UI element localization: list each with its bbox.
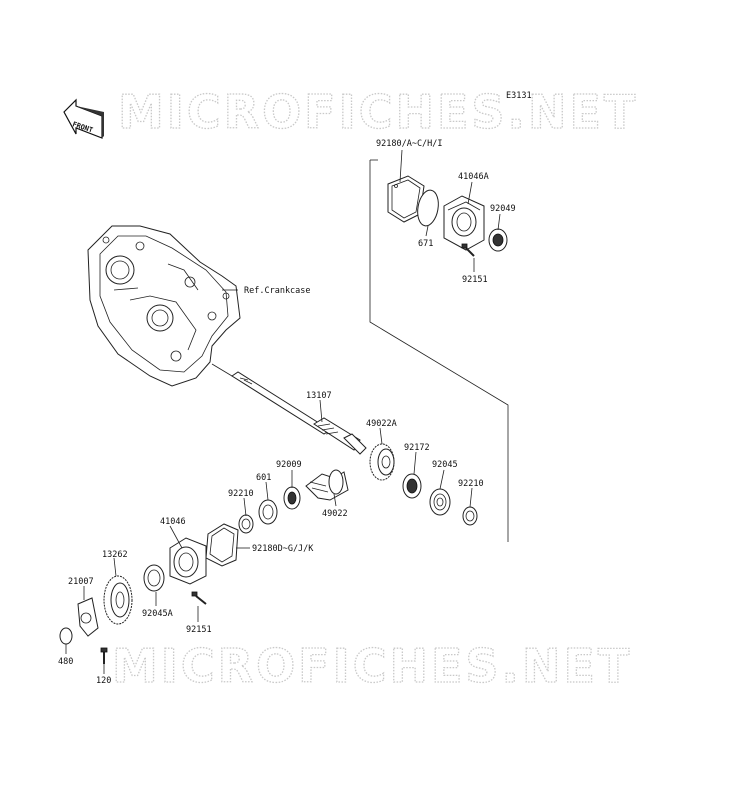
label-92172: 92172 bbox=[404, 443, 430, 453]
label-21007: 21007 bbox=[68, 577, 94, 587]
o-ring-671 bbox=[417, 189, 439, 227]
screw-120 bbox=[100, 647, 108, 664]
label-ref-crankcase: Ref.Crankcase bbox=[244, 286, 311, 296]
label-671: 671 bbox=[418, 239, 433, 249]
label-120: 120 bbox=[96, 676, 111, 686]
label-92210-left: 92210 bbox=[228, 489, 254, 499]
label-13107: 13107 bbox=[306, 391, 332, 401]
bolt-92151-top bbox=[461, 243, 475, 257]
label-13262: 13262 bbox=[102, 550, 128, 560]
housing-41046 bbox=[169, 537, 207, 585]
shaft-13107 bbox=[231, 371, 367, 455]
label-480: 480 bbox=[58, 657, 73, 667]
gasket-92180D bbox=[205, 523, 239, 567]
oil-seal-92049 bbox=[488, 228, 508, 252]
pinion-49022 bbox=[305, 469, 349, 501]
label-41046: 41046 bbox=[160, 517, 186, 527]
label-92180-dgjk: 92180D~G/J/K bbox=[252, 544, 314, 554]
label-49022: 49022 bbox=[322, 509, 348, 519]
label-92151-top: 92151 bbox=[462, 275, 488, 285]
label-601: 601 bbox=[256, 473, 271, 483]
ring-92210-right bbox=[462, 506, 478, 526]
label-92009: 92009 bbox=[276, 460, 302, 470]
label-92045: 92045 bbox=[432, 460, 458, 470]
group-frame bbox=[369, 160, 509, 542]
seal-92172 bbox=[402, 473, 422, 499]
label-92049: 92049 bbox=[490, 204, 516, 214]
bearing-601 bbox=[258, 499, 278, 525]
housing-41046A bbox=[443, 195, 485, 251]
bolt-92151-bottom bbox=[191, 591, 207, 605]
ring-92210-left bbox=[238, 514, 254, 534]
label-92151-bottom: 92151 bbox=[186, 625, 212, 635]
label-92210-right: 92210 bbox=[458, 479, 484, 489]
bearing-92045A bbox=[143, 564, 165, 592]
label-41046A: 41046A bbox=[458, 172, 489, 182]
diagram-code: E3131 bbox=[506, 91, 532, 101]
front-arrow-icon: FRONT bbox=[63, 98, 104, 139]
crankcase-housing bbox=[87, 225, 241, 387]
watermark-bottom: MICROFICHES.NET bbox=[112, 639, 632, 693]
plate-21007 bbox=[77, 597, 99, 637]
watermark-top: MICROFICHES.NET bbox=[118, 85, 638, 139]
gear-49022A bbox=[369, 443, 395, 481]
leader-lines bbox=[65, 149, 501, 674]
gear-13262 bbox=[103, 575, 133, 625]
label-92180-ach: 92180/A~C/H/I bbox=[376, 139, 443, 149]
seal-92009 bbox=[283, 486, 301, 510]
circlip-480 bbox=[59, 627, 73, 645]
label-49022A: 49022A bbox=[366, 419, 397, 429]
bearing-92045 bbox=[429, 488, 451, 516]
label-92045A: 92045A bbox=[142, 609, 173, 619]
